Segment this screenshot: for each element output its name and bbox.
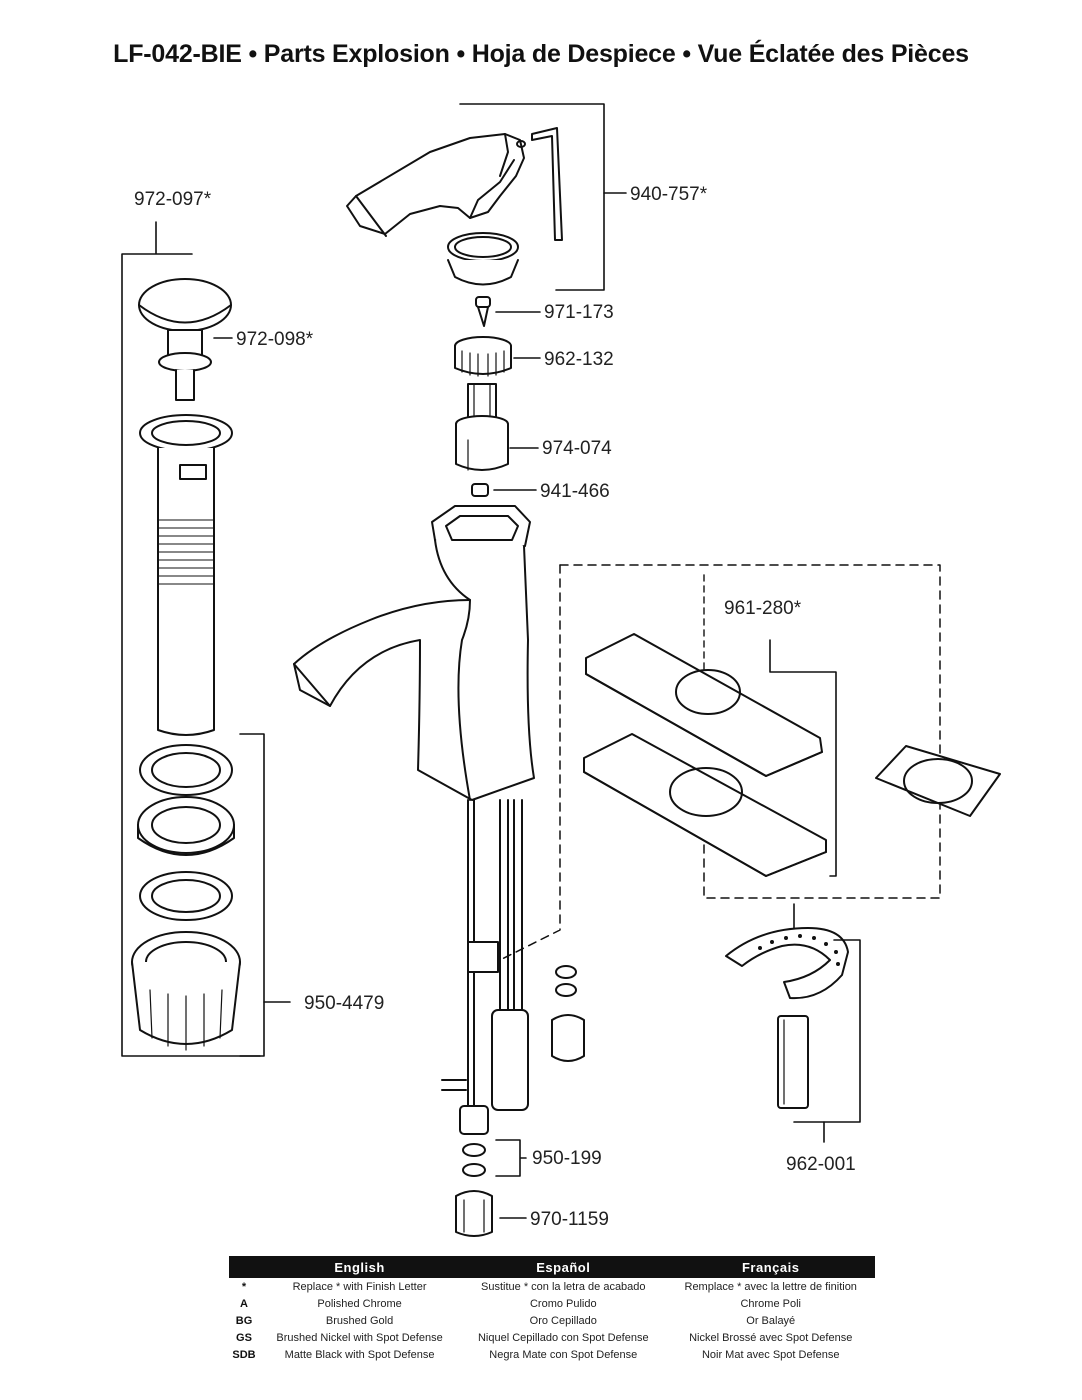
part-label-950-199: 950-199 (532, 1148, 602, 1169)
finish-espanol: Cromo Pulido (529, 1297, 597, 1310)
bonnet-nut-icon (454, 336, 512, 377)
mounting-shank-icon (777, 1015, 809, 1109)
finish-francais: Remplace * avec la lettre de finition (684, 1280, 857, 1293)
finish-english: Matte Black with Spot Defense (284, 1348, 435, 1361)
part-label-970-1159: 970-1159 (530, 1209, 609, 1230)
legend-header-francais: Français (666, 1256, 875, 1278)
table-row: A Polished Chrome Cromo Pulido Chrome Po… (229, 1295, 875, 1312)
finish-francais: Chrome Poli (740, 1297, 801, 1310)
drain-body-icon (139, 414, 233, 736)
part-label-962-001: 962-001 (786, 1154, 856, 1175)
handle-cap-ring-icon (447, 232, 519, 286)
finish-code: * (241, 1280, 247, 1293)
washer-pair-icon (551, 965, 585, 1062)
finish-francais: Nickel Brossé avec Spot Defense (689, 1331, 853, 1344)
finish-english: Brushed Nickel with Spot Defense (276, 1331, 443, 1344)
part-label-974-074: 974-074 (542, 438, 612, 459)
handle-lever-icon (346, 127, 563, 241)
page-title: LF-042-BIE • Parts Explosion • Hoja de D… (113, 40, 969, 68)
pop-up-stopper-icon (138, 278, 232, 401)
finish-code: SDB (232, 1348, 256, 1361)
cartridge-icon (455, 383, 509, 471)
part-label-961-280: 961-280* (724, 598, 802, 619)
drain-gasket-rings-icon (137, 744, 235, 921)
finish-francais: Noir Mat avec Spot Defense (701, 1348, 840, 1361)
table-row: SDB Matte Black with Spot Defense Negra … (229, 1346, 875, 1363)
drain-nut-icon (131, 931, 241, 1051)
supply-hoses-icon (441, 799, 529, 1111)
finish-francais: Or Balayé (746, 1314, 796, 1327)
seal-icon (471, 483, 489, 497)
table-row: BG Brushed Gold Oro Cepillado Or Balayé (229, 1312, 875, 1329)
table-row: GS Brushed Nickel with Spot Defense Niqu… (229, 1329, 875, 1346)
part-label-972-098: 972-098* (236, 329, 314, 350)
parts-explosion-diagram: 940-757* 971-173 962-132 974-074 941-466 (121, 103, 1001, 1237)
finish-code: GS (236, 1331, 252, 1344)
supply-washers-icon (459, 1105, 489, 1177)
legend-header-row: English Español Français (229, 1256, 875, 1278)
supply-adapter-icon (455, 1190, 493, 1237)
finish-code: BG (235, 1314, 253, 1327)
mounting-bracket-icon (725, 927, 849, 1000)
finish-english: Polished Chrome (317, 1297, 402, 1310)
finish-espanol: Sustitue * con la letra de acabado (481, 1280, 646, 1293)
finish-espanol: Oro Cepillado (529, 1314, 597, 1327)
legend-header-code (229, 1256, 259, 1278)
deck-plate-gasket-icon (583, 733, 827, 877)
finish-code: A (240, 1297, 248, 1310)
part-label-972-097: 972-097* (134, 189, 212, 210)
table-row: * Replace * with Finish Letter Sustitue … (229, 1278, 875, 1295)
faucet-body-icon (293, 505, 535, 801)
deck-plate-top-icon (585, 633, 823, 777)
finish-english: Brushed Gold (325, 1314, 394, 1327)
finish-espanol: Negra Mate con Spot Defense (489, 1348, 638, 1361)
screw-icon (475, 296, 491, 327)
part-label-941-466: 941-466 (540, 481, 610, 502)
escutcheon-ring-icon (875, 745, 1001, 817)
finish-espanol: Niquel Cepillado con Spot Defense (477, 1331, 649, 1344)
legend-header-english: English (259, 1256, 461, 1278)
part-label-940-757: 940-757* (630, 184, 708, 205)
part-label-950-4479: 950-4479 (304, 993, 384, 1014)
part-label-962-132: 962-132 (544, 349, 614, 370)
finish-legend-table: English Español Français * Replace * wit… (229, 1256, 875, 1363)
finish-english: Replace * with Finish Letter (292, 1280, 427, 1293)
part-label-971-173: 971-173 (544, 302, 614, 323)
legend-header-espanol: Español (460, 1256, 667, 1278)
